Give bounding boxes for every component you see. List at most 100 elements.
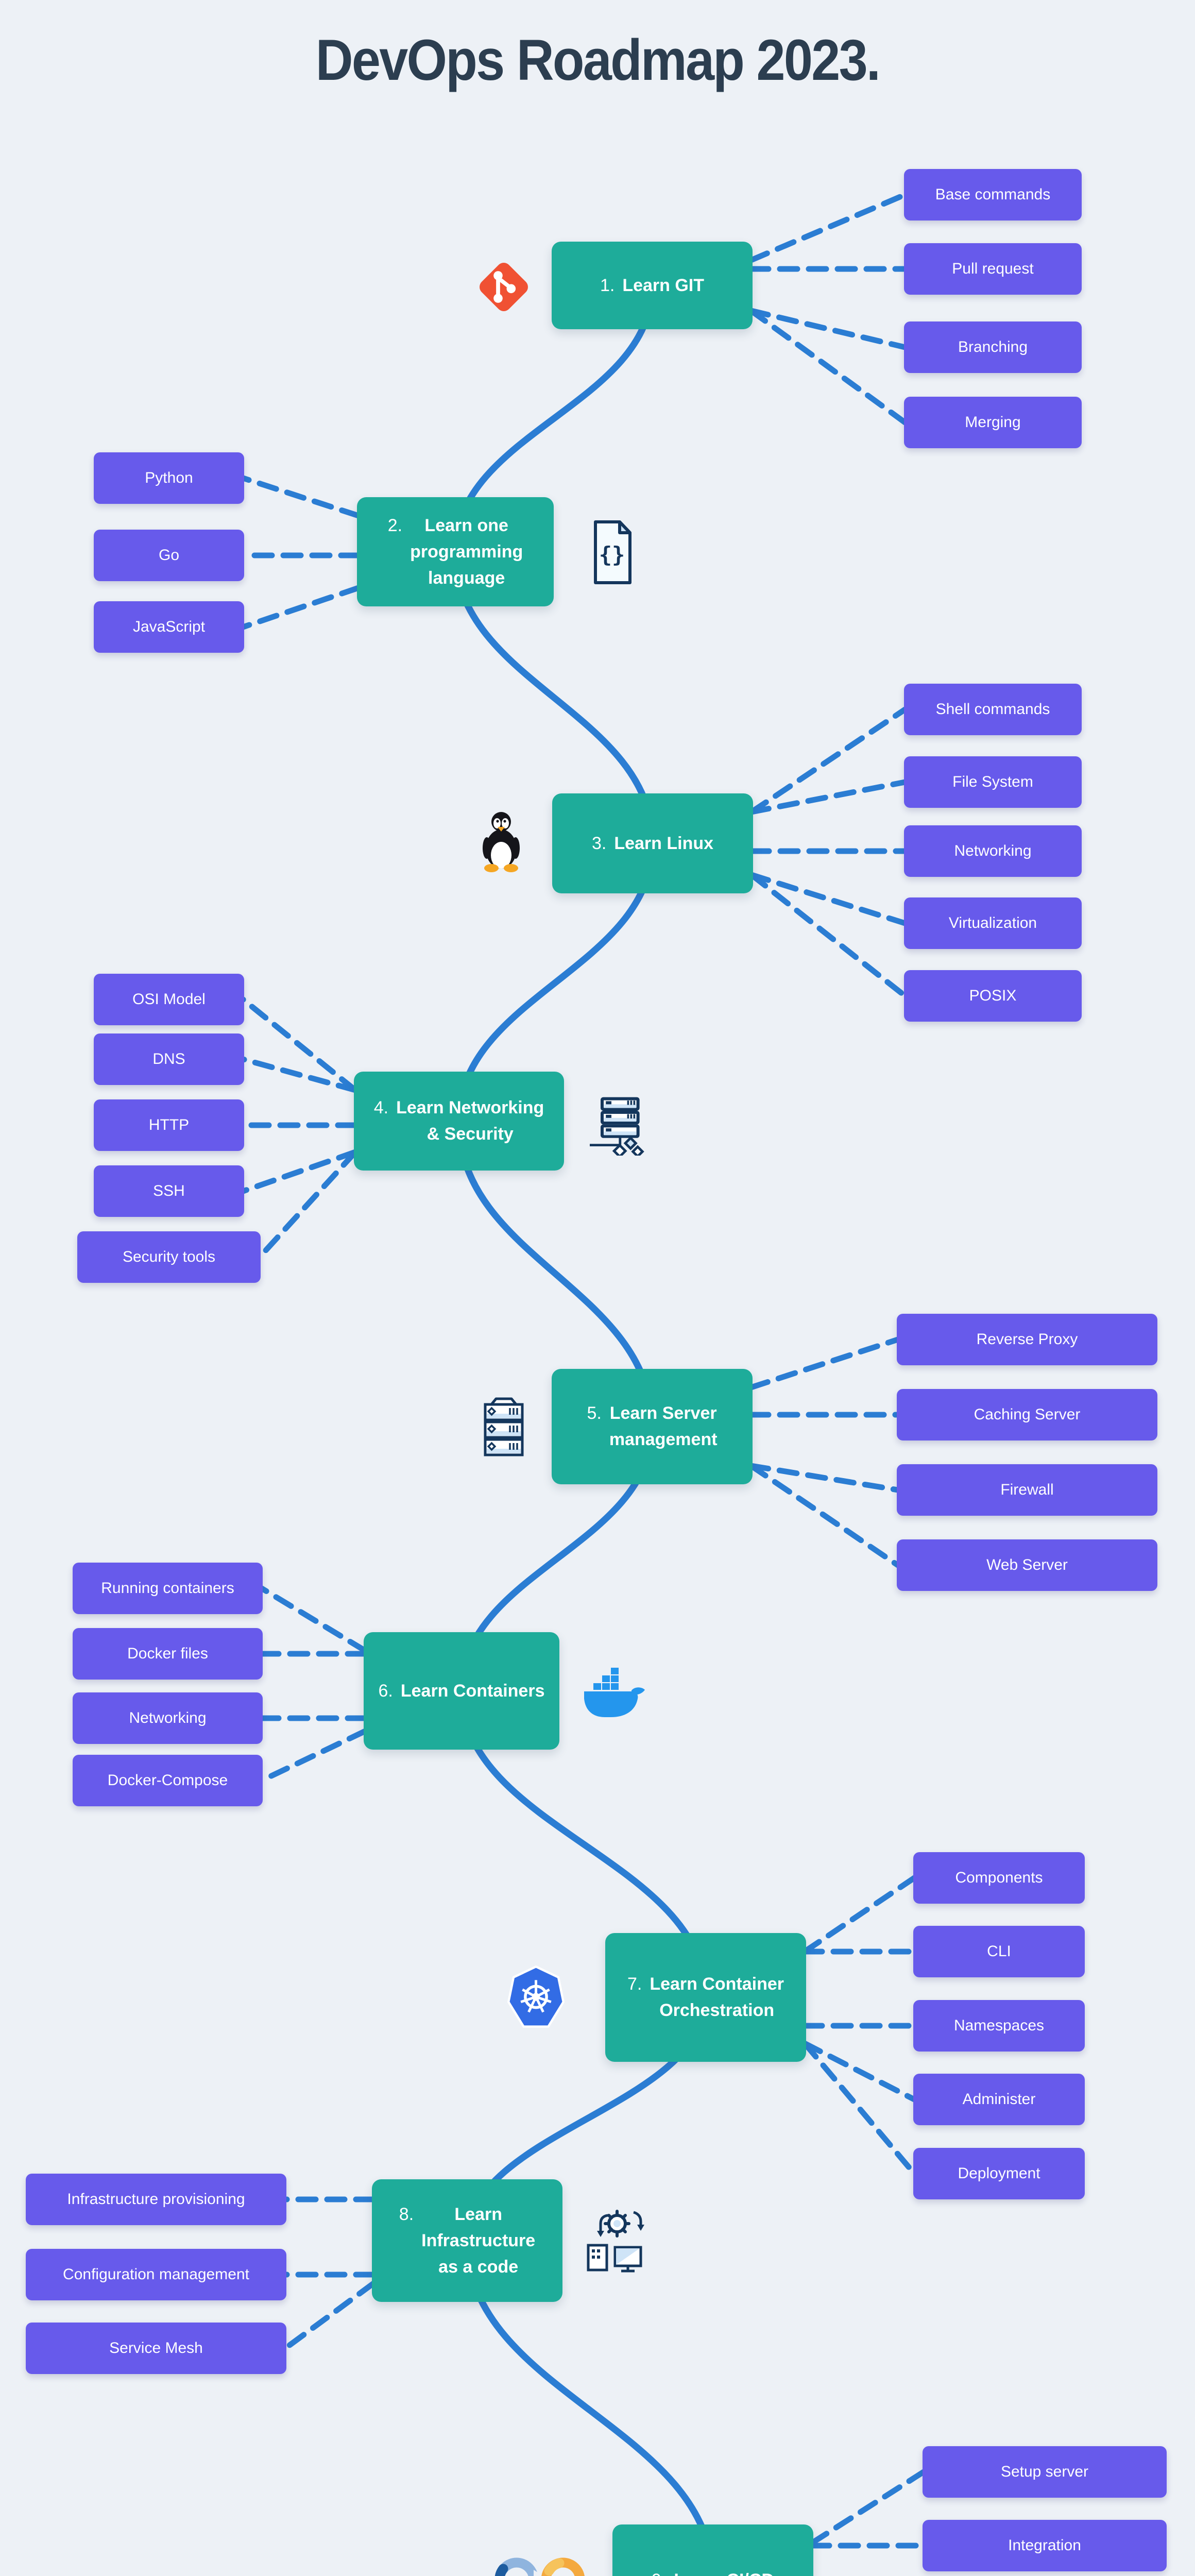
satellite-box: Base commands xyxy=(904,169,1082,221)
satellite-box: Docker files xyxy=(73,1628,263,1680)
node-label: Learn CI/CD xyxy=(674,2567,774,2576)
connector-line xyxy=(748,1463,901,1568)
connector-line xyxy=(748,872,908,926)
satellite-box: Integration xyxy=(923,2520,1167,2571)
connector-line xyxy=(748,706,908,815)
connector-line xyxy=(240,585,362,630)
node-label: Learn Containers xyxy=(400,1681,545,1701)
satellite-box: Reverse Proxy xyxy=(897,1314,1157,1365)
satellite-box: Infrastructure provisioning xyxy=(26,2174,286,2225)
connector-line xyxy=(748,192,908,263)
node-content: 3. Learn Linux xyxy=(584,831,722,857)
satellite-box: Shell commands xyxy=(904,684,1082,735)
satellite-box: Caching Server xyxy=(897,1389,1157,1440)
satellite-box: Deployment xyxy=(913,2148,1085,2199)
satellite-box: Web Server xyxy=(897,1539,1157,1591)
node-box-7: 7. Learn Container Orchestration xyxy=(605,1933,806,2062)
node-number: 4. xyxy=(373,1098,389,1117)
satellite-box: Go xyxy=(94,530,244,581)
satellite-box: Branching xyxy=(904,321,1082,373)
satellite-box: Administer xyxy=(913,2074,1085,2125)
satellite-box: File System xyxy=(904,756,1082,808)
connector-line xyxy=(748,308,908,350)
kubernetes-icon xyxy=(506,1965,566,2029)
server-network-icon xyxy=(584,1094,645,1156)
node-number: 3. xyxy=(591,833,607,853)
git-icon xyxy=(475,259,532,315)
satellite-box: Security tools xyxy=(77,1231,261,1283)
node-label: Learn Linux xyxy=(614,833,714,853)
connector-line xyxy=(748,1336,901,1391)
node-number: 5. xyxy=(587,1403,602,1423)
satellite-box: Networking xyxy=(904,825,1082,877)
satellite-box: Merging xyxy=(904,397,1082,448)
satellite-box: Service Mesh xyxy=(26,2323,286,2374)
satellite-box: POSIX xyxy=(904,970,1082,1022)
connector-line xyxy=(240,1056,358,1093)
node-number: 6. xyxy=(378,1681,393,1701)
node-content: 4. Learn Networking & Security xyxy=(366,1095,553,1147)
node-content: 9. Learn CI/CD xyxy=(643,2567,782,2576)
docker-icon xyxy=(580,1665,646,1719)
node-content: 5. Learn Server management xyxy=(578,1400,725,1453)
page-title: DevOps Roadmap 2023. xyxy=(315,28,881,92)
node-label: Learn Infrastructure as a code xyxy=(421,2204,536,2277)
satellite-box: JavaScript xyxy=(94,601,244,653)
connector-line xyxy=(259,1728,368,1784)
iac-icon xyxy=(580,2204,650,2274)
node-box-6: 6. Learn Containers xyxy=(364,1632,559,1750)
node-label: Learn Server management xyxy=(609,1403,718,1449)
connector-line xyxy=(748,779,908,815)
connector-line xyxy=(257,1149,358,1260)
satellite-box: HTTP xyxy=(94,1099,244,1151)
node-box-3: 3. Learn Linux xyxy=(552,793,753,893)
node-number: 9. xyxy=(652,2567,666,2576)
node-box-4: 4. Learn Networking & Security xyxy=(354,1072,564,1171)
connector-line xyxy=(801,2040,917,2103)
satellite-box: Networking xyxy=(73,1692,263,1744)
node-number: 2. xyxy=(387,515,403,535)
code-file-icon: {} xyxy=(586,519,638,586)
node-content: 2. Learn one programming language xyxy=(380,513,531,591)
server-stack-icon xyxy=(475,1395,533,1460)
node-label: Learn one programming language xyxy=(410,515,523,588)
satellite-box: DNS xyxy=(94,1033,244,1085)
node-content: 7. Learn Container Orchestration xyxy=(619,1971,792,2024)
satellite-box: Setup server xyxy=(923,2446,1167,2498)
satellite-box: Configuration management xyxy=(26,2249,286,2300)
node-number: 7. xyxy=(627,1974,642,1994)
node-content: 6. Learn Containers xyxy=(370,1678,553,1704)
satellite-box: OSI Model xyxy=(94,974,244,1025)
satellite-box: Components xyxy=(913,1852,1085,1904)
tux-icon xyxy=(473,808,530,872)
connector-line xyxy=(259,1585,368,1654)
connector-line xyxy=(748,872,908,999)
svg-text:{}: {} xyxy=(599,542,625,567)
node-box-9: 9. Learn CI/CD xyxy=(612,2524,813,2576)
node-label: Learn Networking & Security xyxy=(396,1098,544,1144)
connector-line xyxy=(240,996,358,1093)
node-box-5: 5. Learn Server management xyxy=(552,1369,753,1484)
satellite-box: Docker-Compose xyxy=(73,1755,263,1806)
satellite-box: Pull request xyxy=(904,243,1082,295)
satellite-box: Firewall xyxy=(897,1464,1157,1516)
connector-line xyxy=(801,2040,917,2177)
satellite-box: CLI xyxy=(913,1926,1085,1977)
connector-line xyxy=(801,1875,917,1955)
satellite-box: Running containers xyxy=(73,1563,263,1614)
cicd-icon xyxy=(488,2550,591,2576)
connector-line xyxy=(748,308,908,426)
node-content: 8. Learn Infrastructure as a code xyxy=(391,2201,543,2280)
node-content: 1. Learn GIT xyxy=(592,273,712,299)
satellite-box: Python xyxy=(94,452,244,504)
node-box-1: 1. Learn GIT xyxy=(552,242,753,329)
node-label: Learn Container Orchestration xyxy=(650,1974,784,2020)
node-number: 1. xyxy=(600,275,615,295)
node-box-2: 2. Learn one programming language xyxy=(357,497,554,606)
satellite-box: Virtualization xyxy=(904,897,1082,949)
connector-line xyxy=(748,1463,901,1493)
node-number: 8. xyxy=(399,2204,414,2224)
connector-line xyxy=(240,1149,358,1194)
